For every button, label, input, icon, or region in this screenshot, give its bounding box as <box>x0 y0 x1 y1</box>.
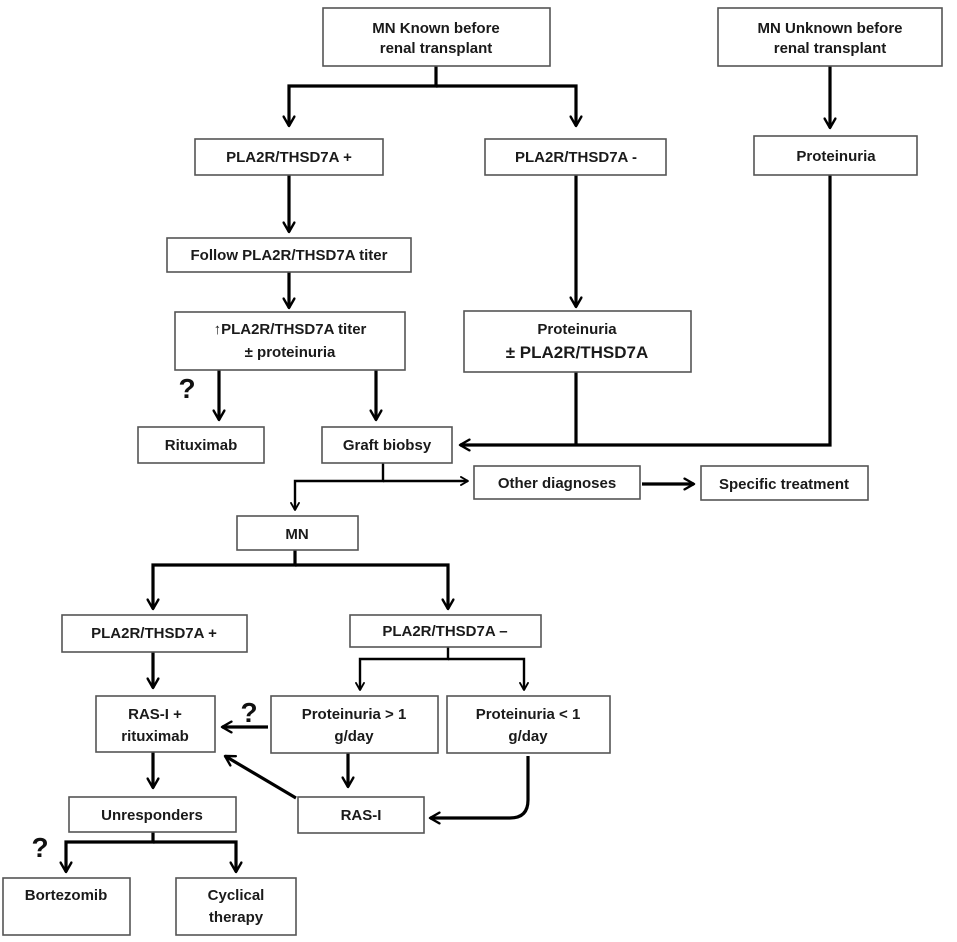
arrow-unresponders-to-cyclical <box>153 840 243 874</box>
arrow-biopsy-to-mn <box>290 463 385 511</box>
node-pla2r-pos-bottom: PLA2R/THSD7A + <box>61 614 248 653</box>
node-bortezomib: Bortezomib <box>2 877 131 936</box>
node-mn: MN <box>236 515 359 551</box>
node-proteinuria-gt1-line2: g/day <box>334 728 374 745</box>
arrow-known-to-pos <box>282 66 438 128</box>
connectors <box>59 66 837 874</box>
arrow-rasi-to-rasi-rituximab <box>223 754 297 800</box>
node-follow-titer: Follow PLA2R/THSD7A titer <box>166 237 412 273</box>
node-follow-titer-label: Follow PLA2R/THSD7A titer <box>191 247 388 264</box>
node-proteinuria-right-label: Proteinuria <box>796 148 876 165</box>
node-mn-label: MN <box>285 526 308 543</box>
node-cyclical-therapy-line2: therapy <box>209 909 264 926</box>
node-proteinuria-pla2r-line1: Proteinuria <box>537 321 617 338</box>
node-specific-treatment: Specific treatment <box>700 465 869 501</box>
question-mark-rasi-rituximab: ? <box>240 697 257 728</box>
node-pla2r-neg-top-label: PLA2R/THSD7A - <box>515 149 637 166</box>
node-proteinuria-gt1: Proteinuria > 1 g/day <box>270 695 439 754</box>
node-graft-biopsy-label: Graft biobsy <box>343 437 432 454</box>
node-rising-titer: ↑PLA2R/THSD7A titer ± proteinuria <box>174 311 406 371</box>
node-mn-known-line1: MN Known before <box>372 20 500 37</box>
arrow-unresponders-to-bortezomib <box>59 832 155 874</box>
question-mark-bortezomib: ? <box>31 832 48 863</box>
node-rituximab: Rituximab <box>137 426 265 464</box>
node-mn-unknown-line2: renal transplant <box>774 40 887 57</box>
node-rasi-rituximab-line1: RAS-I + <box>128 706 182 723</box>
node-pla2r-neg-bottom: PLA2R/THSD7A – <box>349 614 542 648</box>
node-bortezomib-label: Bortezomib <box>25 887 108 904</box>
node-proteinuria-gt1-line1: Proteinuria > 1 <box>302 706 407 723</box>
node-rasi-rituximab-line2: rituximab <box>121 728 189 745</box>
node-pla2r-neg-bottom-label: PLA2R/THSD7A – <box>382 623 507 640</box>
node-proteinuria-lt1: Proteinuria < 1 g/day <box>446 695 611 754</box>
node-mn-known: MN Known before renal transplant <box>322 7 551 67</box>
node-mn-known-line2: renal transplant <box>380 40 493 57</box>
arrow-known-to-neg <box>436 84 583 128</box>
question-mark-rituximab: ? <box>178 373 195 404</box>
node-proteinuria-pla2r: Proteinuria ± PLA2R/THSD7A <box>463 310 692 373</box>
node-rising-titer-line1: ↑PLA2R/THSD7A titer <box>214 321 367 338</box>
node-rasi-rituximab: RAS-I + rituximab <box>95 695 216 753</box>
node-rising-titer-line2: ± proteinuria <box>245 344 336 361</box>
node-pla2r-pos-top: PLA2R/THSD7A + <box>194 138 384 176</box>
node-proteinuria-lt1-line1: Proteinuria < 1 <box>476 706 581 723</box>
node-rasi-label: RAS-I <box>341 807 382 824</box>
node-graft-biopsy: Graft biobsy <box>321 426 453 464</box>
arrow-lt1-to-rasi <box>428 756 530 825</box>
node-other-diagnoses: Other diagnoses <box>473 465 641 500</box>
node-unresponders-label: Unresponders <box>101 807 203 824</box>
node-cyclical-therapy: Cyclical therapy <box>175 877 297 936</box>
node-rasi: RAS-I <box>297 796 425 834</box>
arrow-neg-to-lt1 <box>448 657 529 691</box>
node-rituximab-label: Rituximab <box>165 437 238 454</box>
arrow-right-to-biopsy <box>458 175 832 452</box>
node-proteinuria-lt1-line2: g/day <box>508 728 548 745</box>
node-pla2r-pos-top-label: PLA2R/THSD7A + <box>226 149 352 166</box>
arrow-mn-to-neg <box>295 563 455 611</box>
node-proteinuria-pla2r-line2: ± PLA2R/THSD7A <box>506 343 649 362</box>
node-mn-unknown-line1: MN Unknown before <box>758 20 903 37</box>
node-other-diagnoses-label: Other diagnoses <box>498 475 616 492</box>
arrow-neg-to-gt1 <box>355 647 450 691</box>
node-cyclical-therapy-line1: Cyclical <box>208 887 265 904</box>
arrow-mn-to-pos <box>146 550 297 611</box>
node-proteinuria-right: Proteinuria <box>753 135 918 176</box>
node-specific-treatment-label: Specific treatment <box>719 476 849 493</box>
node-pla2r-pos-bottom-label: PLA2R/THSD7A + <box>91 625 217 642</box>
node-pla2r-neg-top: PLA2R/THSD7A - <box>484 138 667 176</box>
node-unresponders: Unresponders <box>68 796 237 833</box>
node-mn-unknown: MN Unknown before renal transplant <box>717 7 943 67</box>
